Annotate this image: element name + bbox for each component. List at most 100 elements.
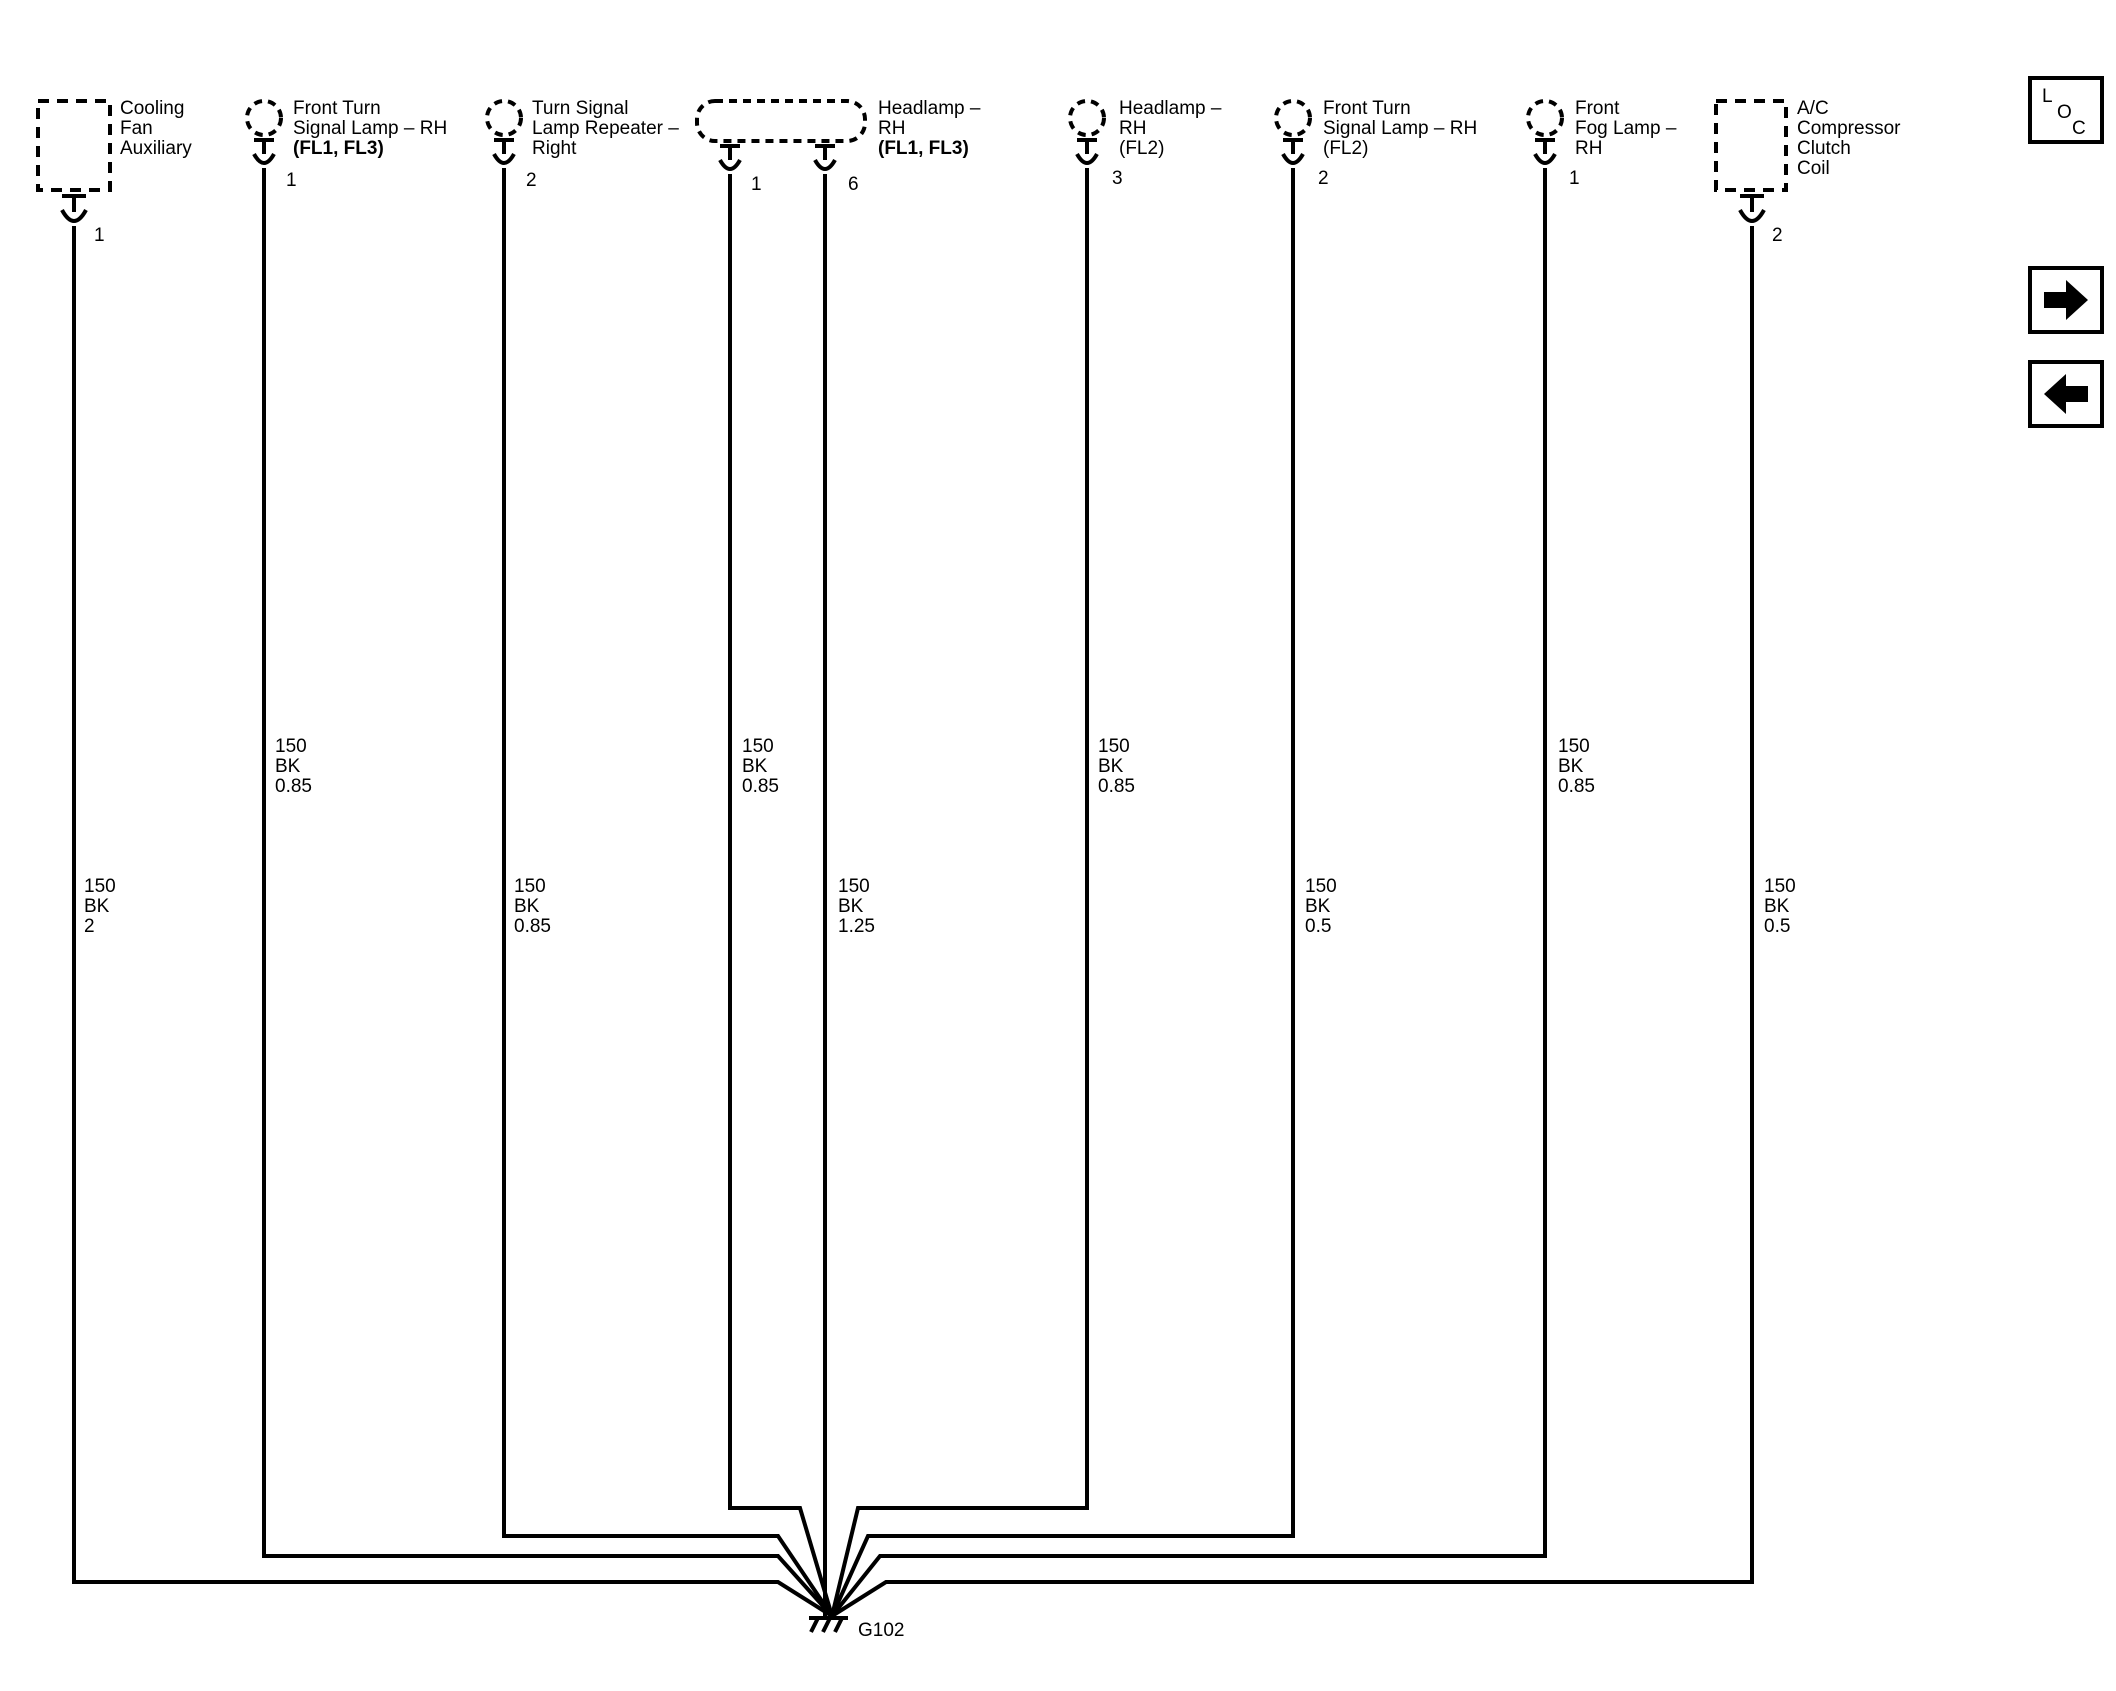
component-front-fog-lamp-rh: Front Fog Lamp – RH 1 [1526, 98, 1677, 189]
svg-text:0.5: 0.5 [1764, 916, 1790, 937]
component-ac-compressor-clutch-coil: A/C Compressor Clutch Coil 2 [1714, 98, 1901, 246]
loc-button[interactable]: L O C [2028, 76, 2104, 144]
svg-text:BK: BK [1558, 756, 1584, 777]
component-label-line: Auxiliary [120, 138, 192, 159]
ground-icon [809, 1617, 844, 1633]
component-label-line: Turn Signal [532, 98, 628, 119]
svg-text:0.85: 0.85 [275, 776, 312, 797]
component-turn-signal-lamp-repeater-right: Turn Signal Lamp Repeater – Right 2 [485, 98, 679, 191]
wire-label: 150 BK 0.85 [1558, 736, 1595, 797]
svg-text:0.85: 0.85 [514, 916, 551, 937]
component-label-line: Signal Lamp – RH [1323, 118, 1477, 139]
svg-text:BK: BK [514, 896, 540, 917]
wire-cooling-fan [72, 226, 834, 1618]
component-label-line: RH [878, 118, 905, 139]
component-outline [695, 99, 867, 143]
component-label-line: RH [1575, 138, 1602, 159]
wire-front-turn-signal-fl1-fl3 [262, 168, 834, 1618]
component-label-line: RH [1119, 118, 1146, 139]
component-label-line: Front [1575, 98, 1620, 119]
loc-letter: O [2057, 102, 2072, 123]
component-label-line: (FL2) [1323, 138, 1368, 159]
wire-label: 150 BK 0.85 [1098, 736, 1135, 797]
next-button[interactable] [2028, 266, 2104, 334]
connector-terminal [60, 194, 88, 223]
wire-label: 150 BK 1.25 [838, 876, 875, 937]
svg-text:0.85: 0.85 [1558, 776, 1595, 797]
component-label-line: Coil [1797, 158, 1830, 179]
svg-text:150: 150 [84, 876, 116, 897]
component-headlamp-rh-fl1-fl3: Headlamp – RH (FL1, FL3) 1 6 [695, 98, 981, 195]
component-label-line: Front Turn [293, 98, 381, 119]
svg-text:150: 150 [838, 876, 870, 897]
svg-text:2: 2 [84, 916, 95, 937]
component-label-line: Headlamp – [878, 98, 981, 119]
wire-headlamp-fl1-fl3-pin-1 [728, 174, 834, 1617]
component-front-turn-signal-lamp-rh-fl2: Front Turn Signal Lamp – RH (FL2) 2 [1274, 98, 1477, 189]
component-box [36, 99, 112, 192]
arrow-left-icon [2044, 374, 2088, 414]
component-label-line: Compressor [1797, 118, 1901, 139]
wire-label: 150 BK 0.5 [1305, 876, 1337, 937]
wire-ac-compressor [830, 226, 1754, 1618]
wire-label: 150 BK 0.85 [275, 736, 312, 797]
component-label-line: (FL1, FL3) [293, 138, 384, 159]
component-label-line: Signal Lamp – RH [293, 118, 447, 139]
connector-terminal [718, 144, 742, 171]
connector-terminal [813, 144, 837, 171]
svg-text:BK: BK [275, 756, 301, 777]
pin-number: 3 [1112, 168, 1123, 189]
svg-text:0.5: 0.5 [1305, 916, 1331, 937]
svg-text:BK: BK [838, 896, 864, 917]
component-label-line: Right [532, 138, 577, 159]
component-label-line: Cooling [120, 98, 184, 119]
connector-terminal [252, 138, 276, 165]
pin-number: 1 [94, 225, 105, 246]
ground-g102: G102 [809, 1616, 904, 1641]
connector-terminal [1738, 194, 1766, 223]
svg-text:BK: BK [1098, 756, 1124, 777]
component-outline [485, 99, 523, 137]
svg-text:150: 150 [1305, 876, 1337, 897]
svg-text:150: 150 [514, 876, 546, 897]
component-outline [1526, 99, 1564, 137]
component-label-line: Clutch [1797, 138, 1851, 159]
component-label-line: Headlamp – [1119, 98, 1222, 119]
component-label-line: Fan [120, 118, 153, 139]
component-label-line: A/C [1797, 98, 1829, 119]
svg-text:150: 150 [1764, 876, 1796, 897]
component-label-line: Fog Lamp – [1575, 118, 1677, 139]
wire-turn-signal-repeater [502, 168, 834, 1618]
component-label-line: (FL1, FL3) [878, 138, 969, 159]
svg-text:0.85: 0.85 [1098, 776, 1135, 797]
svg-text:150: 150 [1098, 736, 1130, 757]
ground-label: G102 [858, 1620, 904, 1641]
svg-text:1.25: 1.25 [838, 916, 875, 937]
svg-text:150: 150 [275, 736, 307, 757]
connector-terminal [1075, 138, 1099, 165]
wire-label: 150 BK 0.5 [1764, 876, 1796, 937]
component-front-turn-signal-lamp-rh-fl1-fl3: Front Turn Signal Lamp – RH (FL1, FL3) 1 [245, 98, 447, 191]
loc-letter: L [2042, 86, 2053, 107]
wire-label: 150 BK 0.85 [742, 736, 779, 797]
pin-number: 2 [526, 170, 537, 191]
pin-number: 6 [848, 174, 859, 195]
wire-headlamp-fl2 [830, 168, 1089, 1617]
svg-text:150: 150 [742, 736, 774, 757]
wire-front-turn-signal-fl2 [830, 168, 1295, 1617]
pin-number: 1 [751, 174, 762, 195]
connector-terminal [492, 138, 516, 165]
component-label-line: (FL2) [1119, 138, 1164, 159]
pin-number: 1 [1569, 168, 1580, 189]
component-outline [1068, 99, 1106, 137]
component-outline [1274, 99, 1312, 137]
component-label-line: Front Turn [1323, 98, 1411, 119]
svg-text:BK: BK [84, 896, 110, 917]
component-box [1714, 99, 1788, 192]
component-outline [245, 99, 283, 137]
previous-button[interactable] [2028, 360, 2104, 428]
pin-number: 2 [1772, 225, 1783, 246]
connector-terminal [1533, 138, 1557, 165]
arrow-right-icon [2044, 280, 2088, 320]
